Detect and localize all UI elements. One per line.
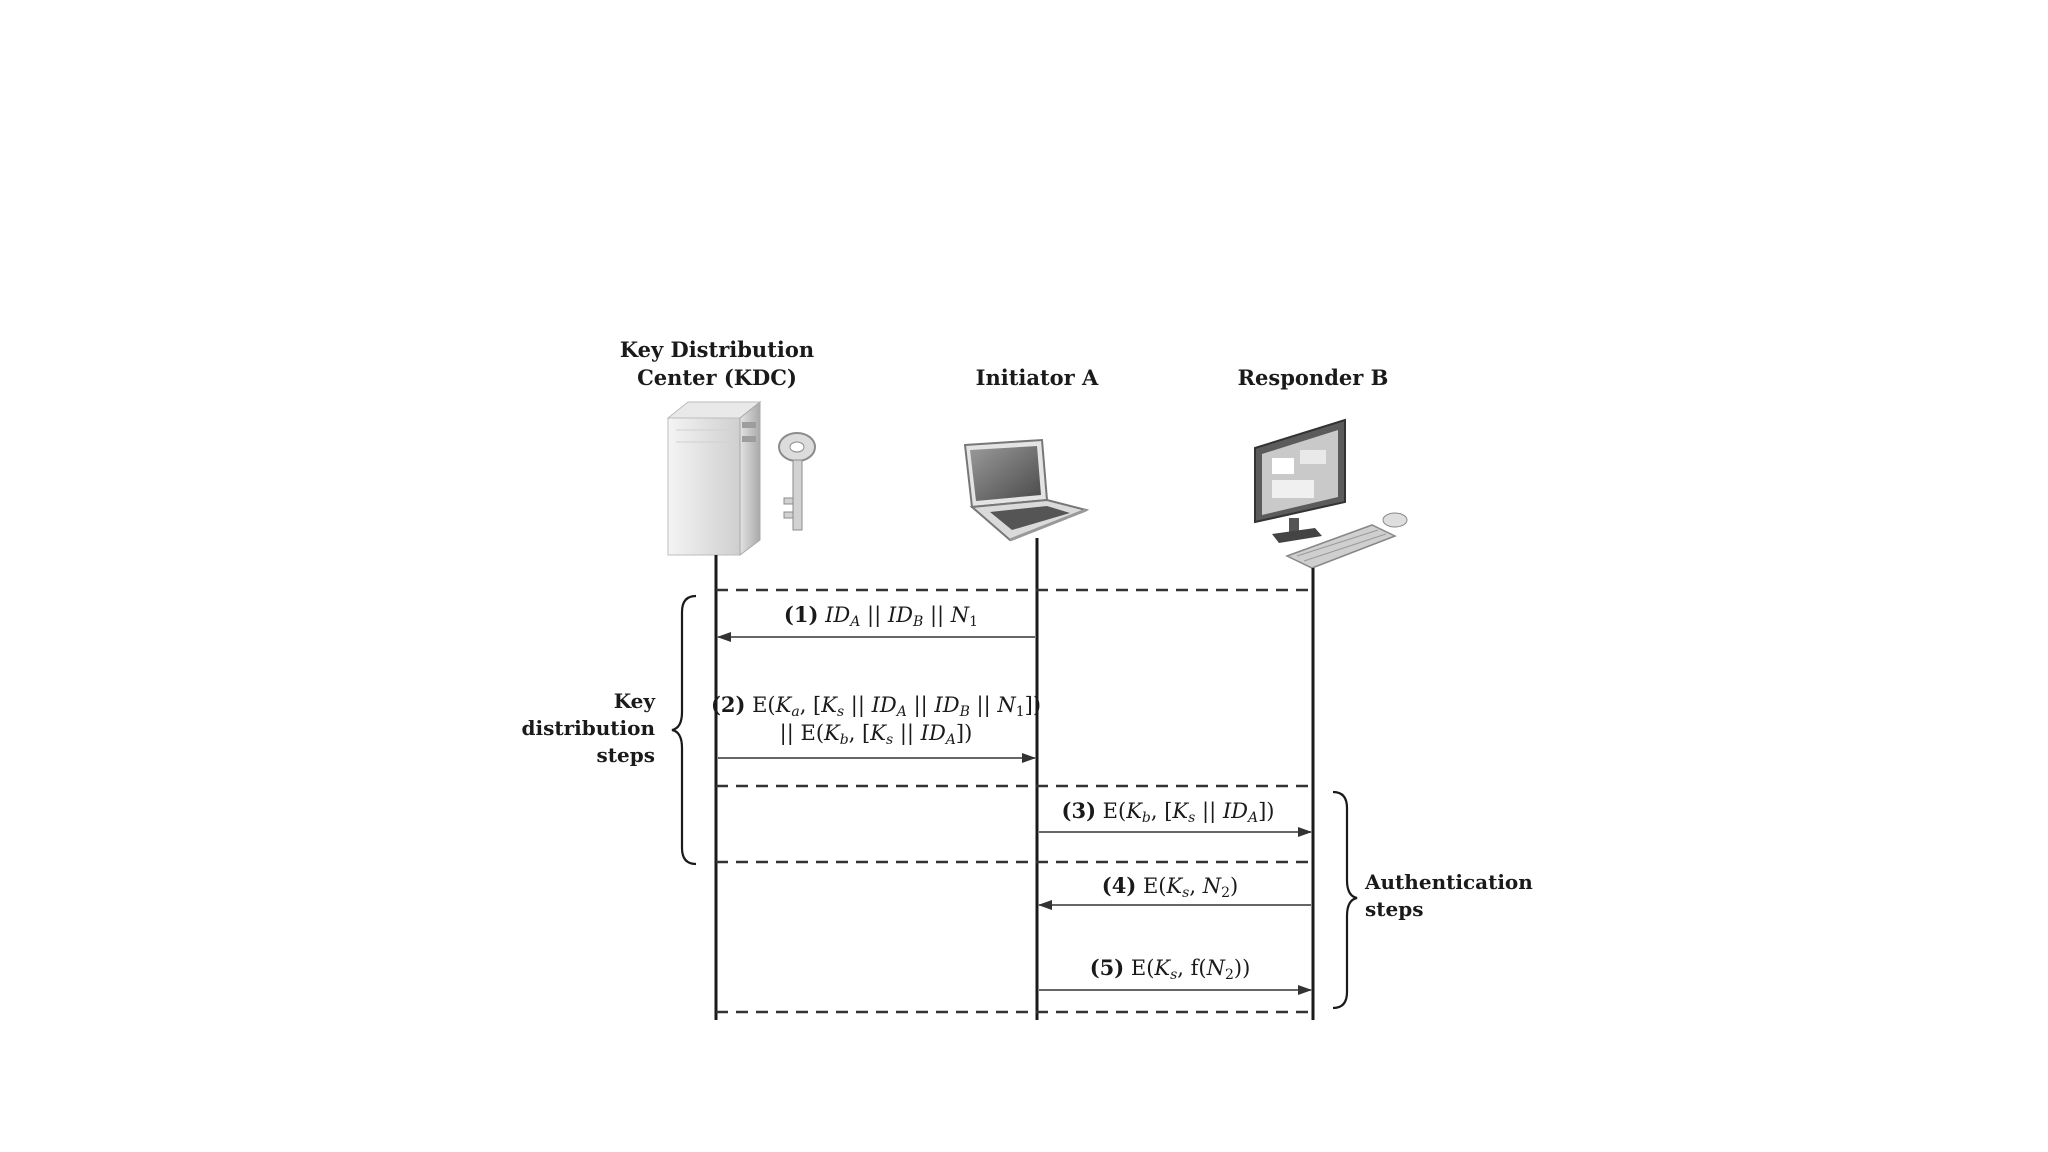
authentication-label-line2: steps	[1365, 897, 1423, 921]
responder-title: Responder B	[1238, 365, 1389, 390]
message-2: (2) E(Ka, [Ks || IDA || IDB || N1]) || E…	[711, 692, 1041, 763]
message-2-label-line1: (2) E(Ka, [Ks || IDA || IDB || N1])	[711, 692, 1041, 720]
kdc-title-line1: Key Distribution	[620, 337, 814, 362]
desktop-computer-icon	[1254, 418, 1408, 569]
message-5-label: (5) E(Ks, f(N2))	[1090, 955, 1251, 983]
message-4: (4) E(Ks, N2)	[1038, 873, 1311, 910]
laptop-icon	[963, 438, 1090, 542]
server-key-icon	[666, 400, 816, 556]
key-distribution-label-line2: distribution	[522, 716, 656, 740]
message-1-label: (1) IDA || IDB || N1	[784, 602, 978, 630]
key-distribution-label-line3: steps	[597, 743, 655, 767]
message-4-label: (4) E(Ks, N2)	[1102, 873, 1238, 901]
initiator-title: Initiator A	[976, 365, 1099, 390]
message-1: (1) IDA || IDB || N1	[717, 602, 1035, 642]
message-2-label-line2: || E(Kb, [Ks || IDA])	[780, 721, 973, 748]
key-distribution-brace	[671, 594, 697, 866]
key-distribution-label-line1: Key	[614, 689, 657, 713]
authentication-brace	[1332, 790, 1358, 1010]
message-3-label: (3) E(Kb, [Ks || IDA])	[1062, 798, 1275, 826]
authentication-label-line1: Authentication	[1364, 870, 1533, 894]
message-3: (3) E(Kb, [Ks || IDA])	[1039, 798, 1312, 837]
kdc-title-line2: Center (KDC)	[637, 365, 797, 390]
message-5: (5) E(Ks, f(N2))	[1039, 955, 1312, 995]
